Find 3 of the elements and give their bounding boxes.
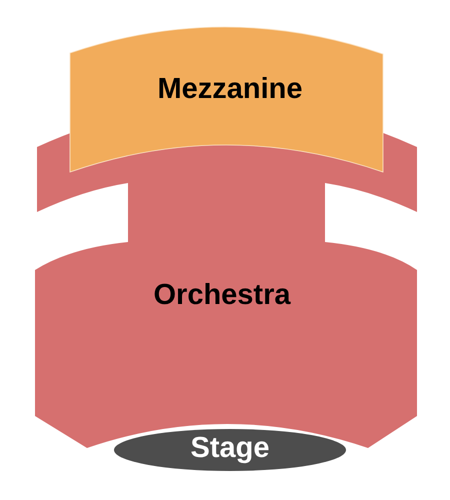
section-label: Mezzanine xyxy=(157,74,303,106)
stage-label: Stage xyxy=(190,433,270,465)
section-label: Orchestra xyxy=(154,280,290,312)
